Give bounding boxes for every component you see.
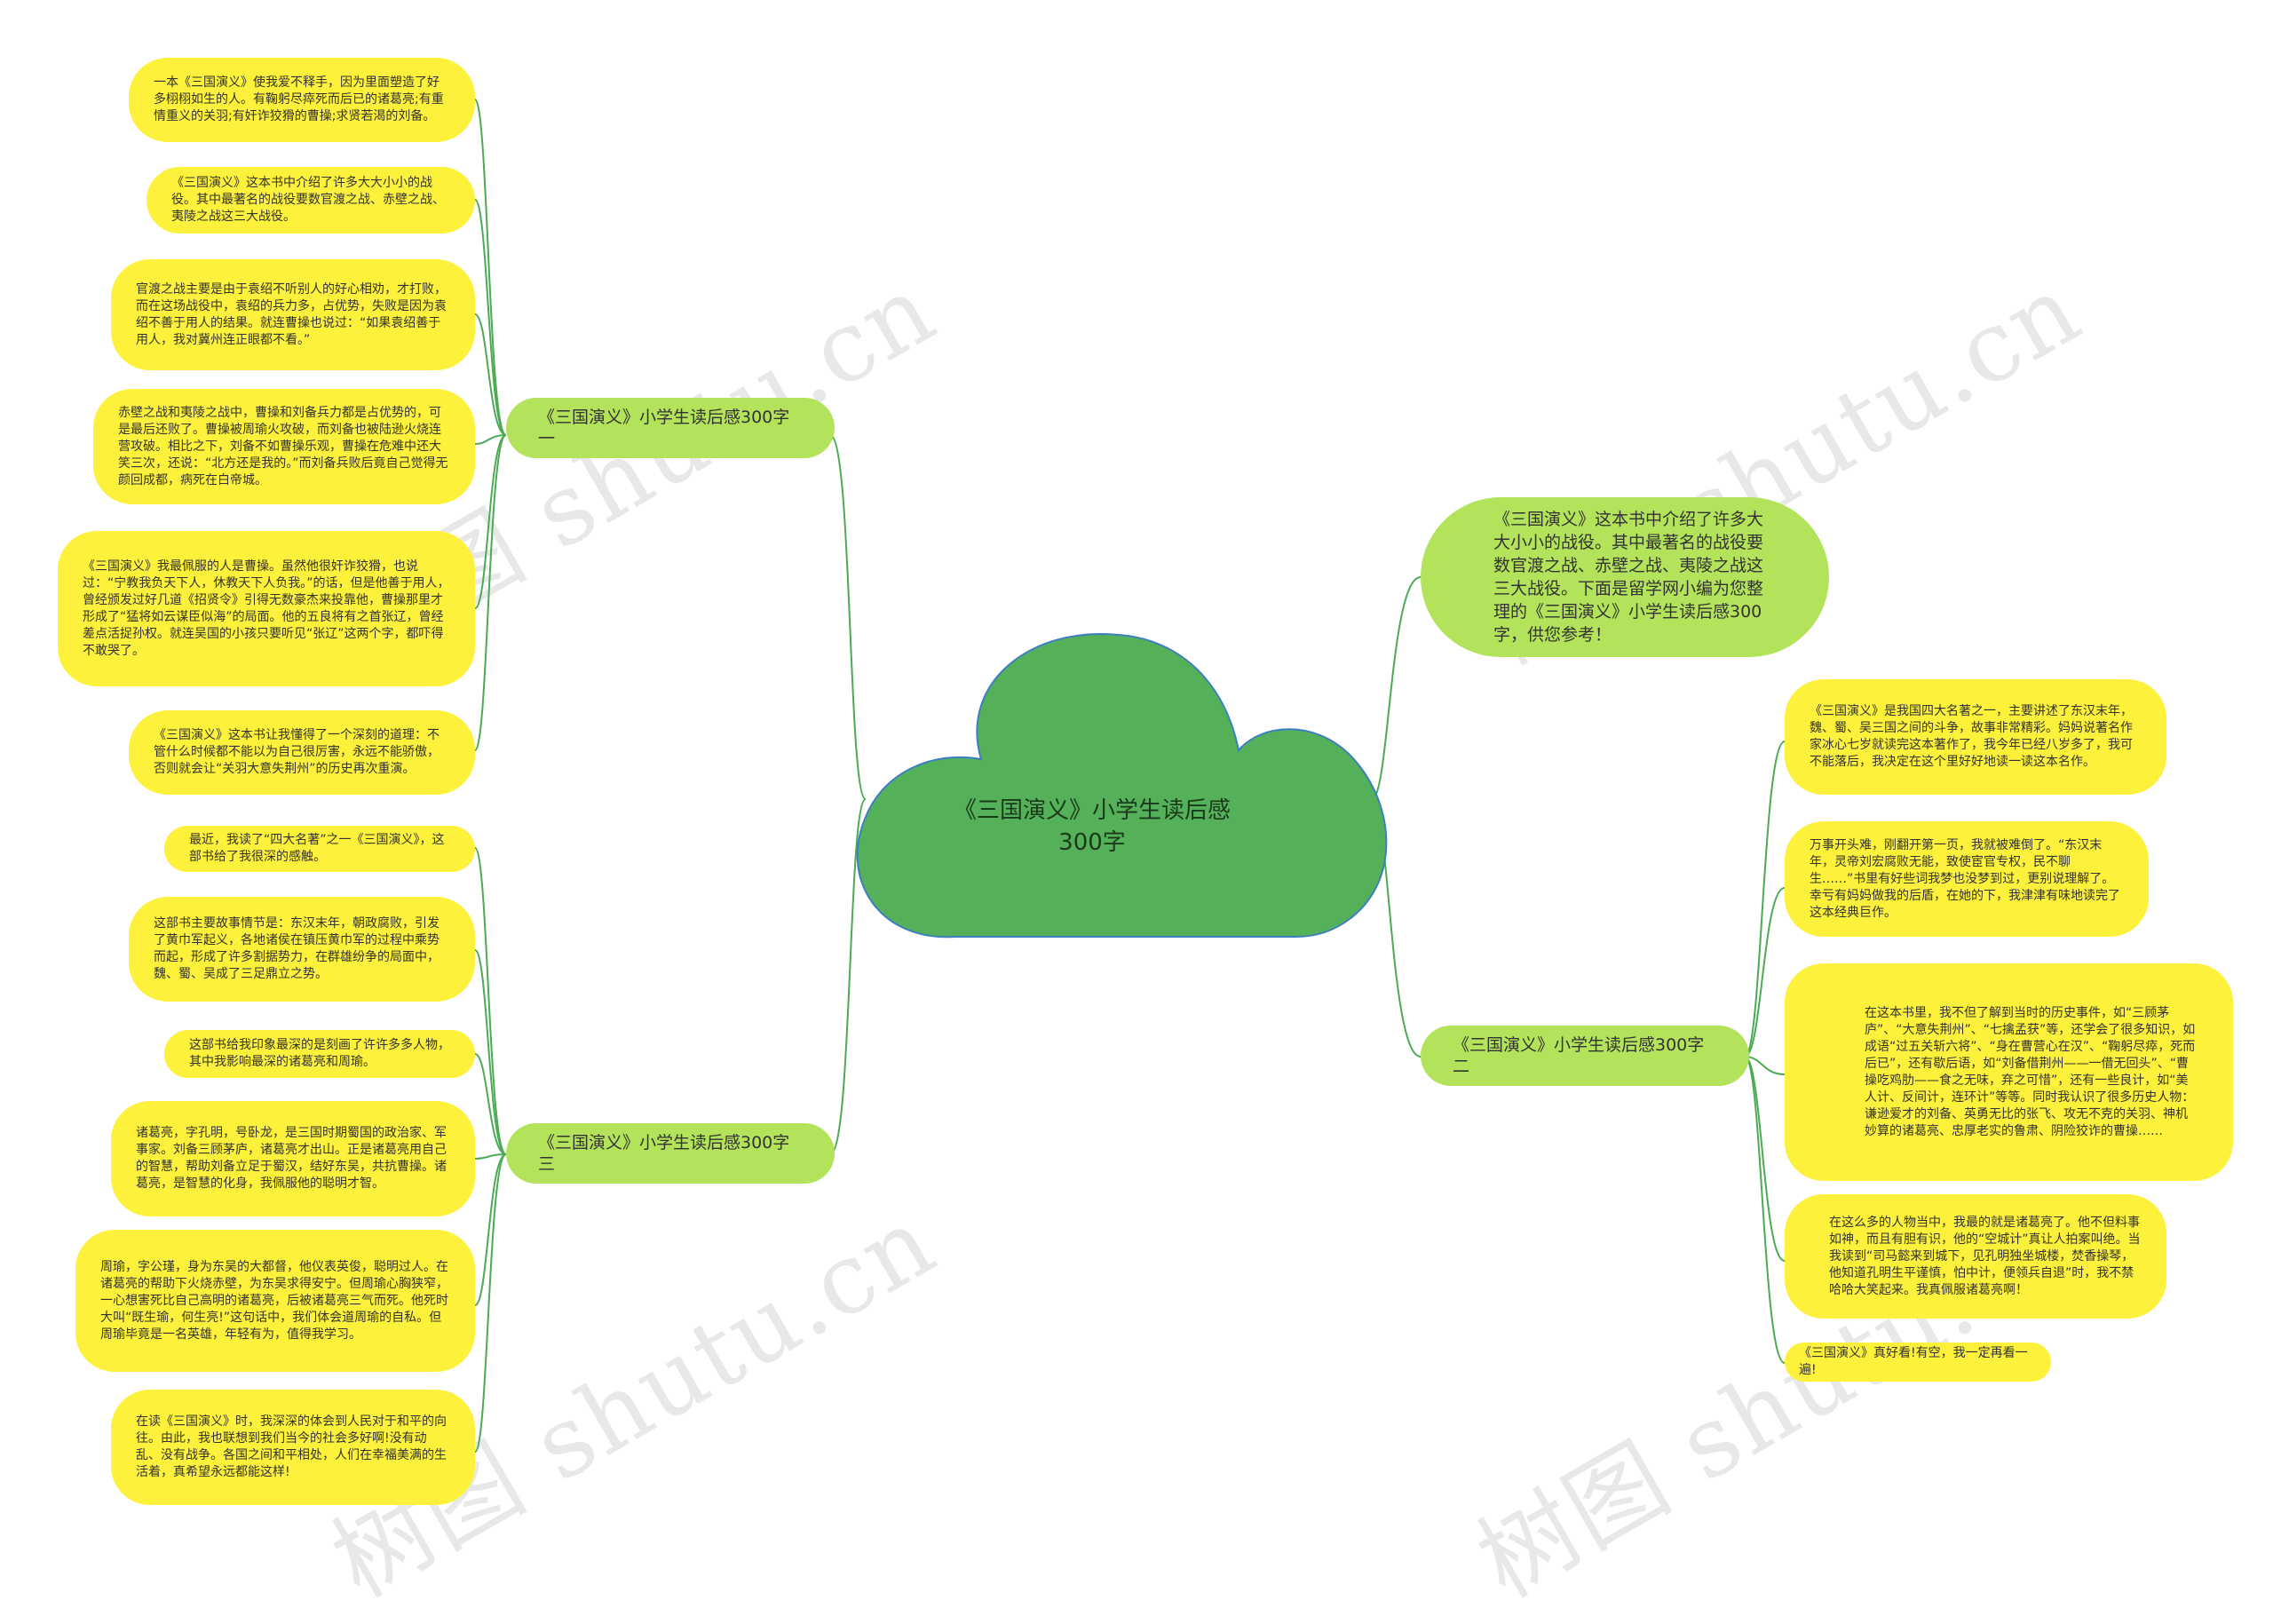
leaf-text: 诸葛亮，字孔明，号卧龙，是三国时期蜀国的政治家、军事家。刘备三顾茅庐，诸葛亮才出… <box>136 1126 447 1191</box>
edge-b3-l3 <box>474 1053 507 1155</box>
edge-root-b3 <box>829 798 867 1155</box>
edge-b3-l2 <box>474 949 507 1155</box>
edge-b1-l1 <box>474 99 507 436</box>
intro-node[interactable]: 《三国演义》这本书中介绍了许多大大小小的战役。其中最著名的战役要数官渡之战、赤壁… <box>1421 497 1829 657</box>
branch-label: 《三国演义》小学生读后感300字三 <box>538 1133 790 1174</box>
branch-label: 《三国演义》小学生读后感300字二 <box>1453 1035 1705 1076</box>
edge-b2-l2 <box>1744 887 1786 1058</box>
leaf-text: 万事开头难，刚翻开第一页，我就被难倒了。“东汉末年，灵帝刘宏腐败无能，致使宦官专… <box>1810 837 2120 920</box>
leaf-text: 赤壁之战和夷陵之战中，曹操和刘备兵力都是占优势的，可是最后还败了。曹操被周瑜火攻… <box>118 405 448 487</box>
branch-node-3[interactable]: 《三国演义》小学生读后感300字三 <box>506 1123 835 1184</box>
leaf-text: 《三国演义》真好看!有空，我一定再看一遍! <box>1799 1346 2028 1377</box>
edge-root-intro <box>1371 576 1422 800</box>
leaf-node[interactable]: 一本《三国演义》使我爱不释手，因为里面塑造了好多栩栩如生的人。有鞠躬尽瘁死而后已… <box>129 58 475 142</box>
edge-root-b1 <box>829 434 867 800</box>
root-topic[interactable]: 《三国演义》小学生读后感300字 <box>953 797 1231 856</box>
leaf-node[interactable]: 《三国演义》真好看!有空，我一定再看一遍! <box>1785 1343 2051 1382</box>
leaf-node[interactable]: 诸葛亮，字孔明，号卧龙，是三国时期蜀国的政治家、军事家。刘备三顾茅庐，诸葛亮才出… <box>111 1101 475 1216</box>
branch-node-2[interactable]: 《三国演义》小学生读后感300字二 <box>1421 1026 1749 1086</box>
root-cloud <box>856 633 1388 939</box>
edge-b2-l1 <box>1744 741 1786 1058</box>
edge-b3-l5 <box>474 1153 507 1306</box>
edge-b1-l2 <box>474 199 507 436</box>
leaf-node[interactable]: 这部书主要故事情节是：东汉末年，朝政腐败，引发了黄巾军起义，各地诸侯在镇压黄巾军… <box>129 897 475 1002</box>
leaf-text: 《三国演义》这本书让我懂得了一个深刻的道理：不管什么时候都不能以为自己很厉害，永… <box>154 728 440 776</box>
edge-b1-l5 <box>474 434 507 609</box>
edge-b2-l5 <box>1744 1056 1786 1364</box>
edge-b2-l3 <box>1744 1056 1786 1075</box>
edge-b1-l3 <box>474 313 507 436</box>
leaf-node[interactable]: 在读《三国演义》时，我深深的体会到人民对于和平的向往。由此，我也联想到我们当今的… <box>111 1390 475 1505</box>
leaf-node[interactable]: 《三国演义》是我国四大名著之一，主要讲述了东汉末年，魏、蜀、吴三国之间的斗争，故… <box>1785 679 2166 795</box>
leaf-node[interactable]: 周瑜，字公瑾，身为东吴的大都督，他仪表英俊，聪明过人。在诸葛亮的帮助下火烧赤壁，… <box>75 1230 475 1372</box>
leaf-text: 《三国演义》我最佩服的人是曹操。虽然他很奸诈狡猾，也说过：“宁教我负天下人，休教… <box>83 558 450 658</box>
leaf-text: 《三国演义》是我国四大名著之一，主要讲述了东汉末年，魏、蜀、吴三国之间的斗争，故… <box>1810 704 2133 769</box>
edge-b3-l6 <box>474 1153 507 1453</box>
edge-b2-l4 <box>1744 1056 1786 1262</box>
branch-label: 《三国演义》小学生读后感300字一 <box>538 408 790 448</box>
mindmap-connectors <box>474 99 1786 1453</box>
leaf-text: 在这本书里，我不但了解到当时的历史事件，如“三顾茅庐”、“大意失荆州”、“七擒孟… <box>1865 1005 2196 1138</box>
leaf-text: 周瑜，字公瑾，身为东吴的大都督，他仪表英俊，聪明过人。在诸葛亮的帮助下火烧赤壁，… <box>100 1259 448 1342</box>
edge-b3-l4 <box>474 1153 507 1160</box>
branch-node-1[interactable]: 《三国演义》小学生读后感300字一 <box>506 398 835 458</box>
leaf-node[interactable]: 最近，我读了“四大名著”之一《三国演义》，这部书给了我很深的感触。 <box>164 826 475 872</box>
leaf-text: 这部书给我印象最深的是刻画了许许多多人物，其中我影响最深的诸葛亮和周瑜。 <box>189 1038 450 1069</box>
leaf-text: 在读《三国演义》时，我深深的体会到人民对于和平的向往。由此，我也联想到我们当今的… <box>136 1414 447 1479</box>
leaf-text: 官渡之战主要是由于袁绍不听别人的好心相劝，才打败，而在这场战役中，袁绍的兵力多，… <box>136 281 447 347</box>
edge-b1-l4 <box>474 434 507 445</box>
leaf-node[interactable]: 这部书给我印象最深的是刻画了许许多多人物，其中我影响最深的诸葛亮和周瑜。 <box>164 1030 475 1078</box>
intro-text: 《三国演义》这本书中介绍了许多大大小小的战役。其中最著名的战役要数官渡之战、赤壁… <box>1493 510 1764 645</box>
leaf-text: 这部书主要故事情节是：东汉末年，朝政腐败，引发了黄巾军起义，各地诸侯在镇压黄巾军… <box>154 916 440 981</box>
edge-b3-l1 <box>474 847 507 1155</box>
leaf-node[interactable]: 赤壁之战和夷陵之战中，曹操和刘备兵力都是占优势的，可是最后还败了。曹操被周瑜火攻… <box>93 389 475 504</box>
leaf-node[interactable]: 在这么多的人物当中，我最的就是诸葛亮了。他不但料事如神，而且有胆有识，他的“空城… <box>1785 1194 2166 1319</box>
leaf-node[interactable]: 万事开头难，刚翻开第一页，我就被难倒了。“东汉末年，灵帝刘宏腐败无能，致使宦官专… <box>1785 821 2149 937</box>
leaf-node[interactable]: 《三国演义》这本书中介绍了许多大大小小的战役。其中最著名的战役要数官渡之战、赤壁… <box>147 167 475 234</box>
leaf-node[interactable]: 在这本书里，我不但了解到当时的历史事件，如“三顾茅庐”、“大意失荆州”、“七擒孟… <box>1785 963 2233 1181</box>
leaf-text: 最近，我读了“四大名著”之一《三国演义》，这部书给了我很深的感触。 <box>189 833 445 864</box>
leaf-text: 一本《三国演义》使我爱不释手，因为里面塑造了好多栩栩如生的人。有鞠躬尽瘁死而后已… <box>154 75 444 123</box>
leaf-text: 《三国演义》这本书中介绍了许多大大小小的战役。其中最著名的战役要数官渡之战、赤壁… <box>171 176 445 224</box>
leaf-node[interactable]: 《三国演义》这本书让我懂得了一个深刻的道理：不管什么时候都不能以为自己很厉害，永… <box>129 710 475 795</box>
edge-b1-l6 <box>474 434 507 751</box>
leaf-text: 在这么多的人物当中，我最的就是诸葛亮了。他不但料事如神，而且有胆有识，他的“空城… <box>1829 1215 2141 1297</box>
leaf-node[interactable]: 官渡之战主要是由于袁绍不听别人的好心相劝，才打败，而在这场战役中，袁绍的兵力多，… <box>111 259 475 370</box>
leaf-node[interactable]: 《三国演义》我最佩服的人是曹操。虽然他很奸诈狡猾，也说过：“宁教我负天下人，休教… <box>58 531 475 686</box>
